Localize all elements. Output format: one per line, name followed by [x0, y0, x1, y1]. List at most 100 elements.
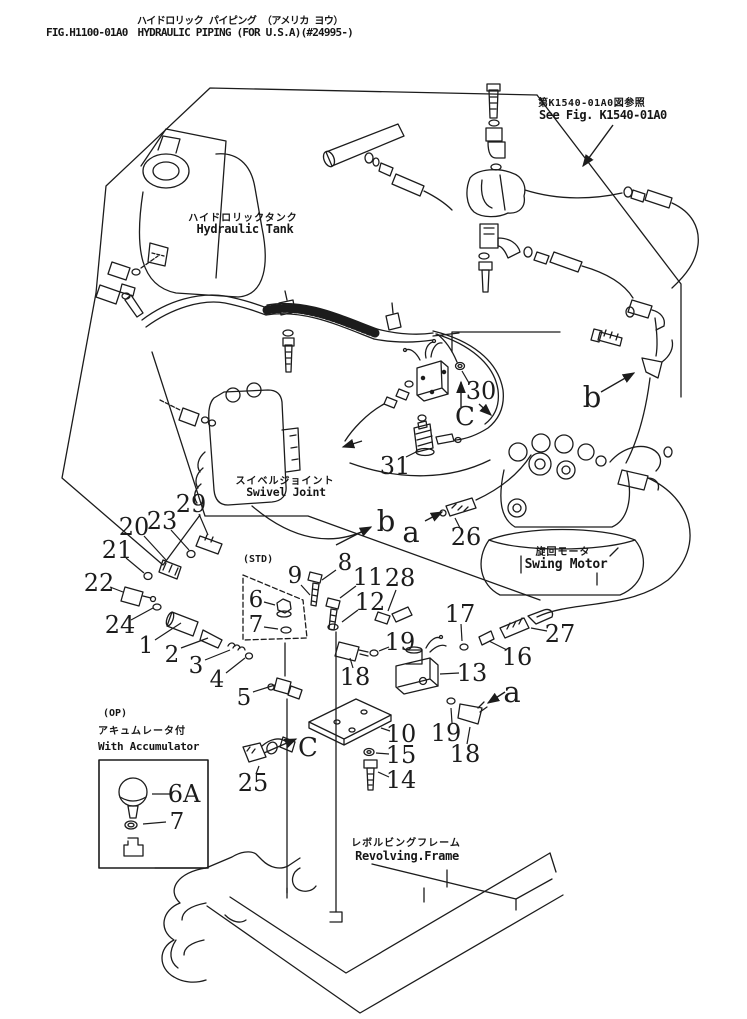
leader-16 — [488, 640, 508, 651]
hydraulic-tank-label-ja: ハイドロリックタンク — [188, 213, 298, 224]
callout-18: 18 — [450, 740, 481, 768]
leader-9 — [300, 584, 311, 596]
flow-arrow-3 — [600, 372, 636, 393]
leader-14 — [377, 771, 390, 778]
callout-7: 7 — [249, 612, 264, 638]
callout-31: 31 — [380, 452, 411, 480]
title-japanese: ハイドロリック パイピング （アメリカ ヨウ） — [137, 16, 343, 27]
flow-arrow-6 — [582, 124, 614, 168]
callout-21: 21 — [102, 536, 133, 564]
with-accumulator-label: With Accumulator — [98, 740, 200, 753]
leader-29 — [198, 513, 209, 536]
callout-2: 2 — [165, 642, 180, 668]
callout-20: 20 — [119, 513, 150, 541]
solenoid-valve-art — [383, 338, 466, 457]
diagram-strokes — [61, 83, 699, 1014]
callout-12: 12 — [355, 588, 386, 616]
leader-28 — [387, 589, 397, 612]
connection-letter-a: a — [402, 515, 419, 549]
figure-title-text: HYDRAULIC PIPING (FOR U.S.A)(#24995-) — [137, 26, 354, 39]
leader-10 — [380, 727, 391, 732]
std-group — [242, 574, 308, 700]
leader-22 — [109, 586, 124, 593]
boundary-outline — [61, 87, 538, 566]
option-box-art — [98, 759, 209, 869]
callout-16: 16 — [502, 643, 533, 671]
swing-motor-art — [480, 433, 673, 596]
callout-25: 25 — [238, 769, 269, 797]
plate-group — [286, 631, 392, 923]
motor-loop-hose — [459, 477, 691, 651]
flow-arrow-4 — [486, 691, 506, 704]
callout-1: 1 — [139, 633, 154, 659]
leader-30 — [461, 370, 470, 384]
flow-arrow-1 — [335, 526, 373, 546]
callout-13: 13 — [457, 659, 488, 687]
leader-11 — [339, 585, 357, 599]
op-label: (OP) — [103, 708, 128, 719]
tank-left-fittings — [95, 255, 159, 318]
callout-23: 23 — [147, 507, 178, 535]
leader-18 — [466, 726, 471, 745]
swing-motor-label: Swing Motor — [524, 557, 608, 572]
callout-8: 8 — [338, 550, 353, 576]
leader-12 — [341, 609, 359, 623]
elbow-25 — [242, 736, 296, 763]
leader-2 — [180, 637, 209, 649]
leader-7 — [263, 626, 279, 630]
leader-26 — [454, 517, 461, 529]
callout-22: 22 — [84, 569, 115, 597]
upper-valve-assembly — [466, 83, 699, 299]
callout-19: 19 — [385, 628, 416, 656]
valve-hose-loop — [432, 330, 504, 441]
leader-19 — [378, 646, 390, 652]
leader-27 — [530, 627, 548, 632]
leader-4 — [225, 657, 246, 674]
callout-19: 19 — [431, 719, 462, 747]
callout-9: 9 — [288, 563, 303, 589]
leader-20 — [143, 535, 167, 561]
leader-1 — [154, 622, 182, 641]
leader-15 — [375, 752, 390, 755]
flow-arrow-5 — [263, 738, 298, 754]
swivel-enclosure — [151, 351, 541, 601]
with-accumulator-label-ja: アキュムレータ付 — [98, 726, 186, 737]
callout-18: 18 — [340, 663, 371, 691]
leader-24 — [130, 607, 154, 621]
leader-8 — [321, 569, 337, 581]
callout-15: 15 — [386, 741, 417, 769]
callout-6: 6 — [249, 587, 264, 613]
callout-26: 26 — [451, 523, 482, 551]
see-fig-note-en: See Fig. K1540-01A0 — [539, 108, 667, 122]
callout-11: 11 — [353, 563, 384, 591]
leader-31 — [405, 451, 417, 458]
leader-23 — [170, 529, 190, 551]
revolving-frame-art — [154, 851, 564, 1014]
flow-arrow-8 — [478, 403, 493, 416]
leader-7 — [142, 821, 167, 825]
callout-4: 4 — [210, 667, 225, 693]
leader-3 — [204, 649, 231, 661]
fitting-chain — [120, 534, 254, 660]
revolving-frame-label-ja: レボルビングフレーム — [351, 838, 461, 849]
std-label: (STD) — [243, 554, 274, 565]
leader-21 — [125, 557, 145, 574]
leader-13 — [439, 672, 460, 675]
swivel-joint-art — [159, 329, 301, 506]
callout-7: 7 — [170, 809, 185, 835]
main-hose — [141, 290, 460, 343]
swing-motor-label-ja: 旋回モータ — [535, 547, 591, 558]
hose-valve-to-swivel — [344, 403, 385, 442]
hydraulic-tank-label: Hydraulic Tank — [196, 222, 294, 236]
callout-17: 17 — [445, 600, 476, 628]
leader-6 — [263, 601, 276, 606]
flow-arrow-7 — [341, 438, 363, 449]
callout-28: 28 — [385, 564, 416, 592]
connection-letter-C: C — [455, 402, 475, 432]
figure-number: FIG.H1100-01A0 — [46, 26, 128, 39]
connection-letter-a: a — [503, 675, 520, 709]
leader-17 — [460, 623, 463, 642]
